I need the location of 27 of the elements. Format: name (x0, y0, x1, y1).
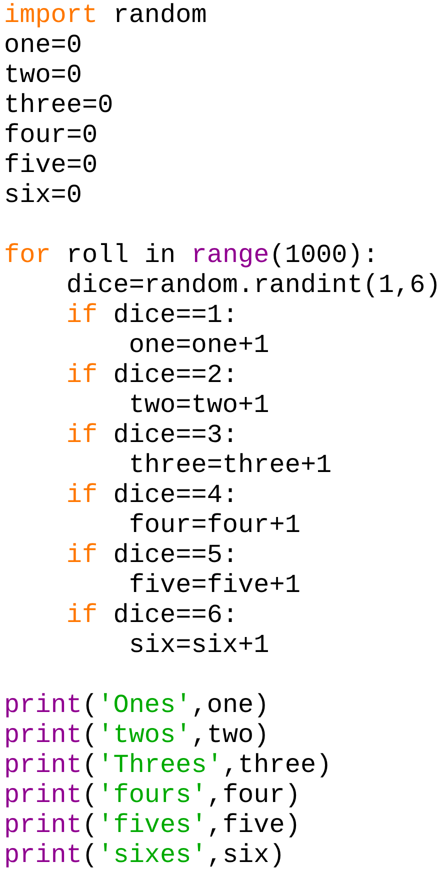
code-line: print('Threes',three) (4, 750, 332, 780)
code-line: five=five+1 (128, 570, 300, 600)
code-line: if dice==4: (65, 480, 238, 510)
code-line: print('Ones',one) (4, 690, 270, 720)
code-line: three=three+1 (128, 450, 332, 480)
code-line: if dice==1: (65, 300, 238, 330)
code-line: two=0 (4, 60, 82, 90)
code-line: five=0 (4, 150, 98, 180)
code-line: import random (4, 0, 207, 30)
code-line: two=two+1 (128, 390, 270, 420)
code-line: one=0 (4, 30, 82, 60)
code-line: four=four+1 (128, 510, 300, 540)
code-line: six=0 (4, 180, 82, 210)
code-line: if dice==3: (65, 420, 238, 450)
code-line: one=one+1 (128, 330, 270, 360)
code-line: if dice==6: (65, 600, 238, 630)
code-line: if dice==2: (65, 360, 238, 390)
code-line: four=0 (4, 120, 98, 150)
code-line: for roll in range(1000): (4, 240, 378, 270)
code-line: print('fives',five) (4, 810, 300, 840)
code-line: dice=random.randint(1,6) (65, 270, 441, 300)
code-line: three=0 (4, 90, 114, 120)
code-line: six=six+1 (128, 630, 270, 660)
code-line: print('fours',four) (4, 780, 300, 810)
code-line: if dice==5: (65, 540, 238, 570)
code-line: print('sixes',six) (4, 840, 285, 870)
code-line: print('twos',two) (4, 720, 270, 750)
